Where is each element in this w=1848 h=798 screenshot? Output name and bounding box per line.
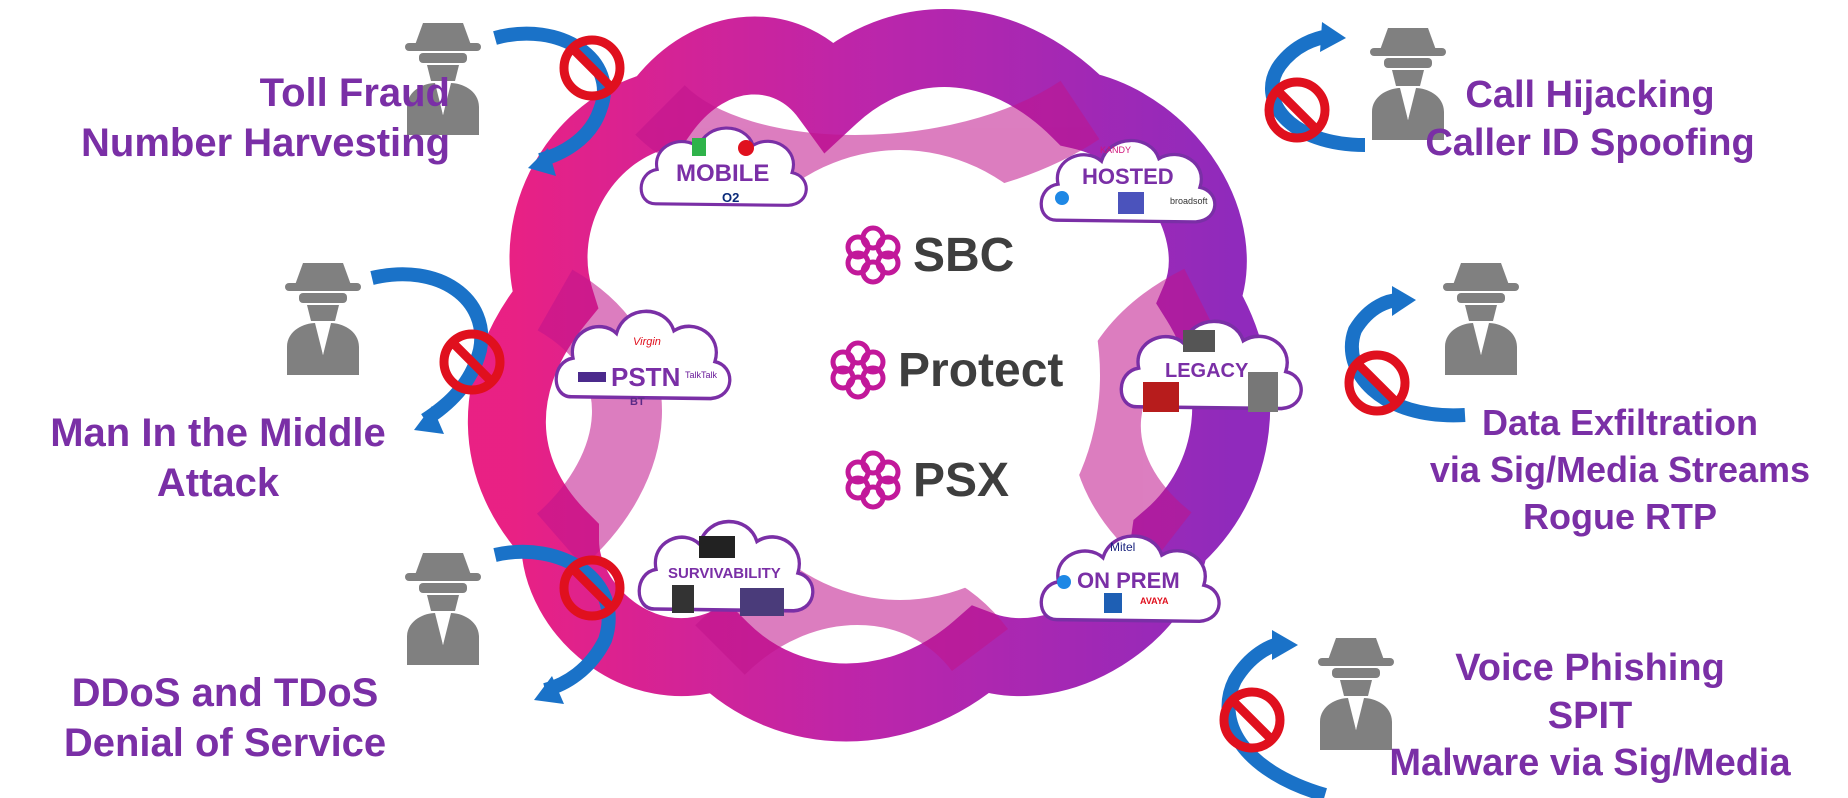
broadsoft-logo: broadsoft (1170, 196, 1208, 206)
threat-line: via Sig/Media Streams (1429, 448, 1811, 490)
flower-logo-icon (845, 450, 901, 510)
threat-top-right: Call Hijacking Caller ID Spoofing (1395, 72, 1785, 167)
gamma-logo-icon (578, 372, 606, 382)
blocked-arrow-icon (1344, 293, 1466, 423)
flower-logo-icon (830, 340, 886, 400)
no-sign-icon (564, 40, 620, 96)
threat-mid-right: Data Exfiltration via Sig/Media Streams … (1405, 400, 1835, 540)
hosted-title: HOSTED (1082, 164, 1174, 189)
blocked-arrow-icon (493, 544, 616, 697)
threat-line: DDoS and TDoS (71, 671, 379, 715)
ip-phone-icon (672, 585, 694, 613)
talktalk-logo: TalkTalk (685, 370, 718, 380)
avaya-logo: AVAYA (1140, 596, 1169, 606)
server-icon (1248, 372, 1278, 412)
threat-line: Caller ID Spoofing (1425, 121, 1755, 164)
legacy-box-icon (1143, 382, 1179, 412)
blocked-arrow-icon (1221, 636, 1327, 798)
lync-logo-icon (1104, 593, 1122, 613)
o2-logo: O2 (722, 190, 740, 205)
skype-logo-icon (1057, 575, 1071, 589)
desk-phone-icon (699, 536, 735, 558)
printer-icon (1183, 330, 1215, 352)
spy-icon (405, 553, 481, 665)
threat-line: Malware via Sig/Media (1389, 742, 1791, 784)
flower-logo-icon (845, 225, 901, 285)
protect-label: Protect (828, 340, 1063, 400)
mobile-title: MOBILE (676, 160, 770, 187)
screen-icon (740, 588, 784, 616)
psx-text: PSX (913, 453, 1010, 507)
protect-text: Protect (898, 343, 1064, 397)
vodafone-logo-icon (738, 140, 754, 156)
spy-icon (1443, 263, 1519, 375)
onprem-title: ON PREM (1077, 568, 1180, 593)
blocked-arrow-icon (370, 267, 489, 426)
skype-logo-icon (1055, 191, 1069, 205)
spy-icon (285, 263, 361, 375)
legacy-title: LEGACY (1165, 360, 1249, 382)
threat-bottom-right: Voice Phishing SPIT Malware via Sig/Medi… (1345, 645, 1835, 788)
threat-line: Data Exfiltration (1481, 402, 1759, 443)
kandy-logo: KANDY (1100, 145, 1132, 155)
bt-logo: BT (630, 396, 645, 408)
threat-line: Denial of Service (63, 721, 387, 765)
blocked-arrow-icon (1265, 29, 1366, 152)
blocked-arrow-icon (493, 26, 611, 167)
threat-line: Attack (156, 461, 280, 505)
psx-label: PSX (843, 450, 1009, 510)
mitel-logo: Mitel (1110, 540, 1136, 554)
threat-bottom-left: DDoS and TDoS Denial of Service (20, 668, 430, 768)
threat-mid-left: Man In the Middle Attack (8, 408, 428, 508)
threat-line: Rogue RTP (1523, 495, 1717, 537)
virgin-logo: Virgin (633, 336, 661, 348)
sbc-label: SBC (843, 225, 1014, 285)
survivability-title: SURVIVABILITY (668, 565, 781, 582)
teams-logo-icon (1118, 192, 1144, 214)
threat-line: Voice Phishing (1455, 647, 1725, 689)
threat-line: Call Hijacking (1465, 74, 1715, 116)
mobile-logo-icon (692, 138, 706, 156)
threat-line: Man In the Middle (50, 411, 386, 455)
threat-top-left: Toll Fraud Number Harvesting (60, 68, 450, 168)
threat-line: SPIT (1547, 694, 1633, 737)
threat-line: Number Harvesting (81, 121, 450, 165)
no-sign-icon (564, 560, 620, 616)
threat-line: Toll Fraud (259, 71, 450, 115)
pstn-title: PSTN (611, 362, 681, 392)
sbc-text: SBC (913, 228, 1015, 282)
